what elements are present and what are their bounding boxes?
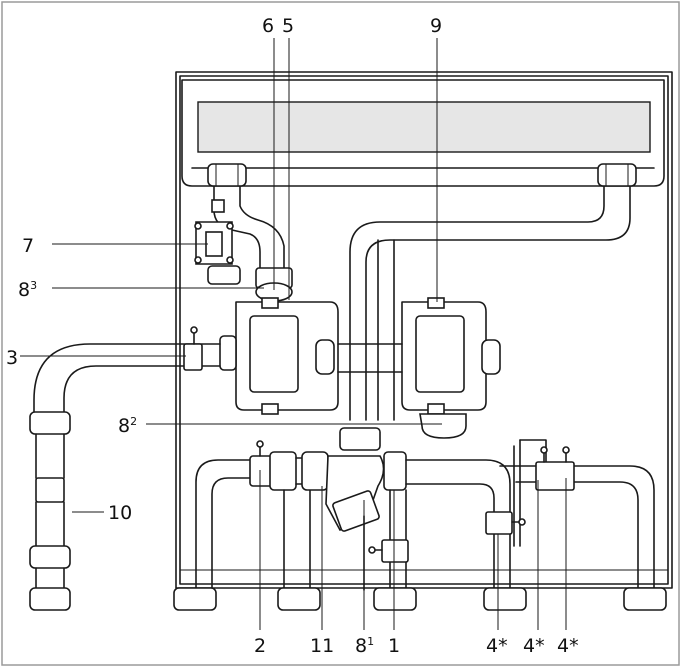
label-4-b: 4* [523,635,545,657]
label-8-2-main: 8 [118,415,130,437]
label-2: 2 [254,635,266,657]
pipe-between-pumps [337,343,403,373]
label-3: 3 [6,347,18,369]
pump-left [219,267,339,415]
label-8-3: 83 [18,279,37,301]
label-8-1-sup: 1 [367,635,374,648]
label-1: 1 [388,635,400,657]
label-4-a: 4* [486,635,508,657]
air-separator [194,199,241,285]
top-fitting-left [207,163,247,187]
leader-lines [20,38,567,630]
pipe-loop-right [349,185,631,421]
label-8-1: 81 [355,635,374,657]
pump-right [401,297,501,439]
label-5: 5 [282,15,294,37]
label-4-c: 4* [557,635,579,657]
label-8-1-main: 8 [355,635,367,657]
label-11: 11 [310,635,334,657]
label-9: 9 [430,15,442,37]
label-8-3-sup: 3 [30,279,37,292]
heat-exchanger [181,79,665,187]
bottom-fittings [173,587,667,611]
inlet-pipe-left [33,326,221,413]
pipe-with-fittings-left [29,411,71,611]
label-6: 6 [262,15,274,37]
label-8-2: 82 [118,415,137,437]
label-8-2-sup: 2 [130,415,137,428]
pipe-return-left [213,185,285,273]
label-7: 7 [22,235,34,257]
callout-labels: 6 5 9 7 83 3 82 10 2 11 81 1 4* 4* 4* [6,15,579,657]
top-fitting-right [597,163,637,187]
label-10: 10 [108,502,132,524]
lower-manifold [195,427,655,591]
cabinet [175,71,673,589]
label-8-3-main: 8 [18,279,30,301]
